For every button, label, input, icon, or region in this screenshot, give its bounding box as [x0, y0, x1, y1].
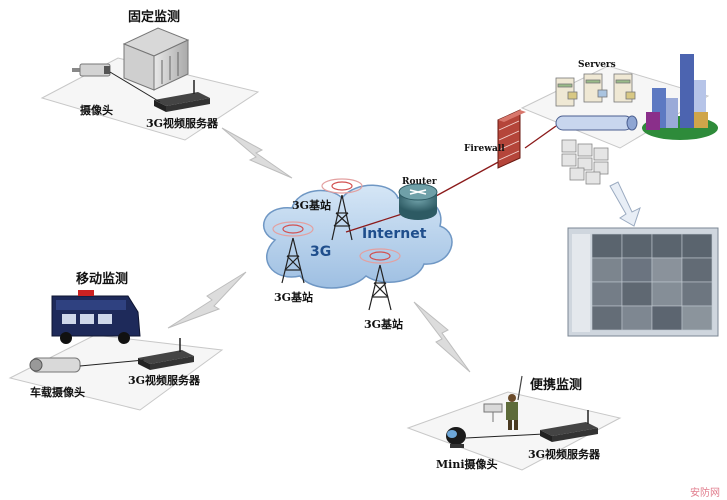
surveillance-monitor-screen [567, 227, 719, 337]
label-mini-camera: Mini摄像头 [436, 458, 498, 471]
fixed-cable [109, 71, 161, 103]
portable-video-server-icon [540, 410, 598, 442]
label-video-server-mobile: 3G视频服务器 [128, 374, 201, 387]
watermark: 安防网 [690, 488, 720, 499]
label-cloud-3g: 3G [310, 244, 332, 260]
base-station-tower-2 [272, 221, 314, 284]
storage-bus-icon [555, 115, 638, 131]
arrow-to-monitor [609, 181, 641, 227]
police-van-icon [51, 290, 141, 344]
portable-cable [465, 433, 545, 439]
server-rack-icons [555, 73, 636, 107]
portable-camera-icon [483, 403, 503, 422]
label-cloud-internet: Internet [362, 226, 427, 242]
database-buildings-icon [642, 54, 718, 140]
label-base-station-top: 3G基站 [292, 199, 332, 212]
label-base-station-right: 3G基站 [364, 318, 404, 331]
label-portable-monitoring: 便携监测 [530, 378, 583, 393]
label-base-station-left: 3G基站 [274, 291, 314, 304]
base-station-tower-3 [359, 248, 401, 311]
mobile-video-server-icon [138, 338, 194, 370]
label-video-server-portable: 3G视频服务器 [528, 448, 601, 461]
platform-portable [406, 391, 622, 471]
router-icon [398, 183, 438, 220]
vehicle-camera-icon [29, 357, 81, 373]
fixed-camera-icon [72, 63, 111, 77]
label-vehicle-camera: 车载摄像头 [30, 386, 85, 399]
mobile-cable [79, 359, 145, 367]
label-camera: 摄像头 [80, 104, 113, 117]
mini-camera-icon [446, 427, 466, 448]
label-mobile-monitoring: 移动监测 [76, 272, 129, 287]
label-video-server-fixed: 3G视频服务器 [146, 117, 219, 130]
wireless-links [167, 127, 471, 373]
base-station-tower-1 [321, 178, 363, 241]
router-links [345, 125, 557, 233]
label-servers: Servers [578, 60, 616, 70]
label-fixed-monitoring: 固定监测 [128, 10, 181, 25]
firewall-icon [497, 109, 526, 169]
label-router: Router [402, 177, 437, 187]
building-icon [122, 27, 190, 91]
disk-array-icon [561, 139, 609, 185]
soldier-operator-icon [506, 375, 523, 430]
label-firewall: Firewall [464, 144, 505, 154]
fixed-video-server-icon [154, 80, 210, 112]
